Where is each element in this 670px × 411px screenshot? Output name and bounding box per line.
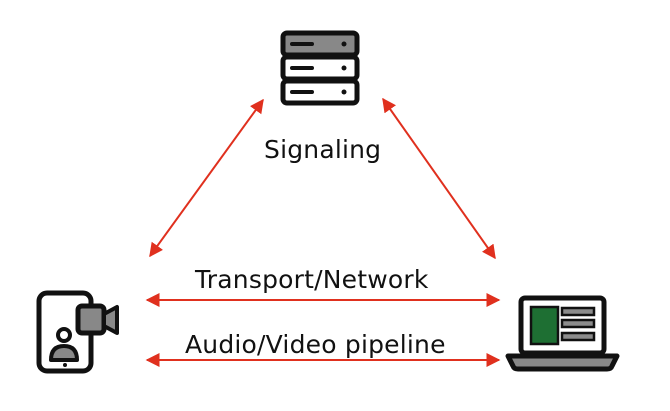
laptop-icon (505, 295, 620, 372)
smartphone-video-call-icon (36, 290, 119, 374)
transport-network-label: Transport/Network (195, 265, 429, 294)
arrow-signaling-to-laptop (382, 97, 496, 260)
server-stack-icon (280, 30, 360, 106)
audio-video-pipeline-label: Audio/Video pipeline (185, 330, 446, 359)
arrow-signaling-to-phone (149, 98, 264, 258)
signaling-label: Signaling (264, 135, 382, 164)
